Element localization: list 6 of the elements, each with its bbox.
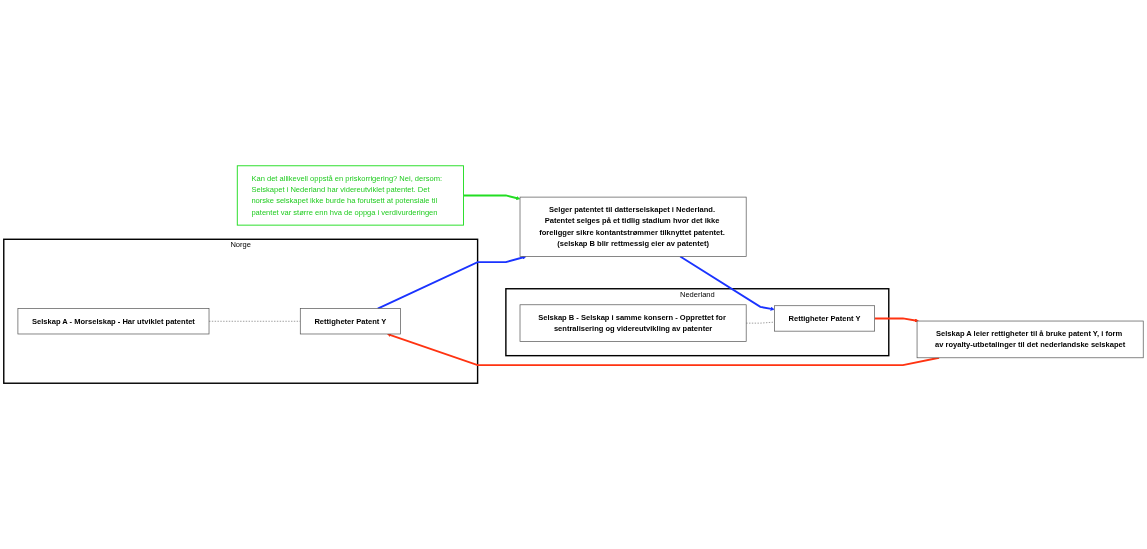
arrow [376,255,527,310]
arrow [462,194,521,201]
arrow [387,333,941,367]
arrow [679,255,775,311]
connector [208,320,301,322]
arrow [873,317,919,323]
